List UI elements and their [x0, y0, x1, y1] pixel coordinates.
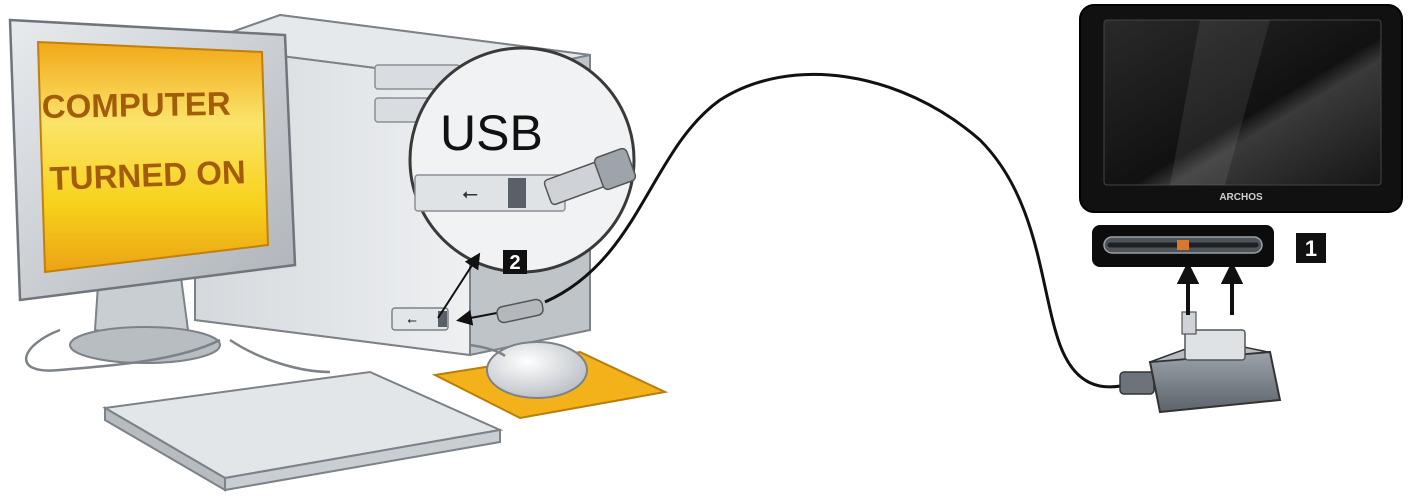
zoom-usb-plug-icon: [543, 147, 637, 206]
screen-text-line1: COMPUTER: [41, 85, 231, 125]
step-2-number: 2: [509, 252, 520, 274]
usb-icon: ⭠: [407, 313, 417, 327]
zoom-label: USB: [440, 105, 543, 161]
keyboard: [101, 370, 504, 492]
device-connector: [1092, 225, 1274, 267]
archos-tablet: ARCHOS: [1079, 4, 1403, 213]
step-2-arrows: [437, 252, 503, 326]
desk-cables: [25, 328, 506, 374]
screen-text-line2: TURNED ON: [49, 153, 246, 197]
step-2-badge: 2: [503, 250, 527, 274]
zoom-usb-icon: ⭠: [462, 183, 478, 205]
usb-zoom-circle: USB ⭠: [408, 46, 637, 274]
usb-cable: [496, 72, 1131, 389]
mouse: [486, 341, 588, 399]
up-arrow-icon: [1176, 261, 1244, 315]
step-1-number: 1: [1305, 236, 1317, 261]
device-brand: ARCHOS: [1219, 192, 1263, 203]
computer-monitor: COMPUTER TURNED ON: [8, 18, 297, 364]
charger: [1119, 311, 1282, 414]
tower-usb-port: ⭠: [391, 307, 449, 331]
monitor-screen: [36, 40, 270, 274]
usb-plug-icon: [496, 298, 544, 324]
step-1-badge: 1: [1296, 233, 1326, 263]
